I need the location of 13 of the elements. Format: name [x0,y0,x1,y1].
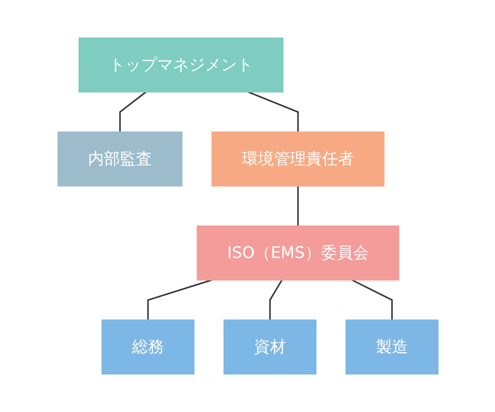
connector [146,279,212,320]
node-box: 資材 [223,320,316,374]
node-box: 環境管理責任者 [211,132,384,186]
connector [247,91,298,132]
connector [268,280,282,320]
node-box: 総務 [101,320,194,374]
node-box: トップマネジメント [78,38,283,92]
connector [296,186,298,226]
node-box: 製造 [345,320,438,374]
node-box: ISO（EMS）委員会 [196,226,399,280]
node-box: 内部監査 [57,132,182,186]
connector [351,279,392,320]
connector [118,91,146,132]
